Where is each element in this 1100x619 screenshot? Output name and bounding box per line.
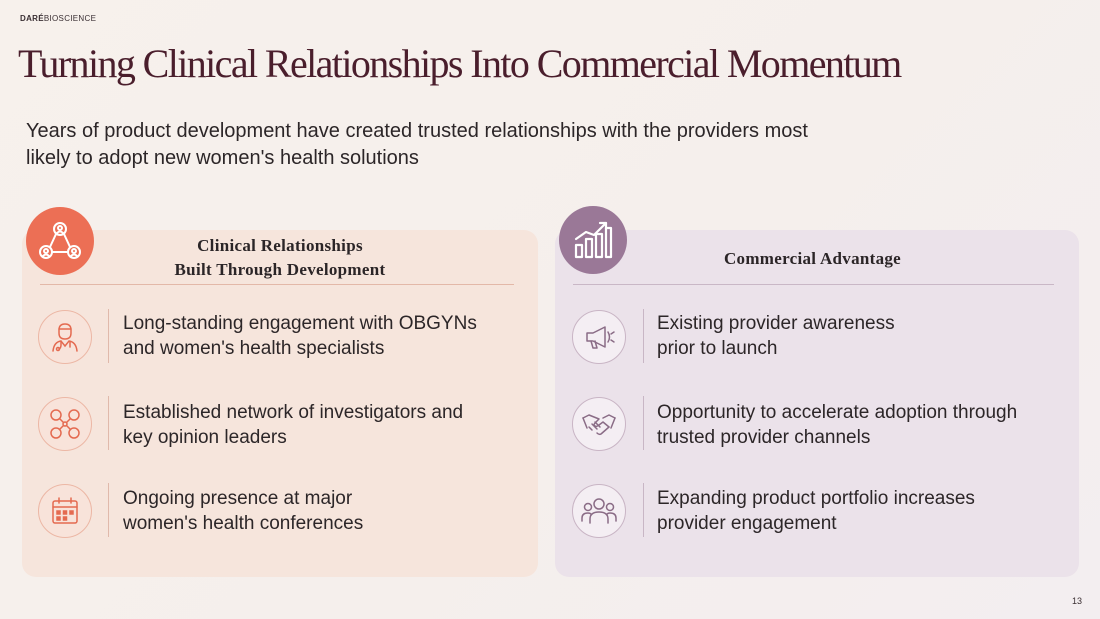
item-divider <box>108 396 109 450</box>
commercial-advantage-panel <box>555 230 1079 577</box>
item-line1: Existing provider awareness <box>657 313 895 334</box>
item-line2: trusted provider channels <box>657 427 871 448</box>
commercial-item-2: Opportunity to accelerate adoption throu… <box>657 400 1017 450</box>
network-icon <box>38 397 92 451</box>
right-panel-divider <box>573 284 1054 285</box>
commercial-advantage-title: Commercial Advantage <box>723 249 902 268</box>
page-title: Turning Clinical Relationships Into Comm… <box>18 41 902 86</box>
growth-chart-icon <box>559 206 627 274</box>
left-panel-divider <box>40 284 514 285</box>
item-line1: Established network of investigators and <box>123 402 464 423</box>
page-subtitle: Years of product development have create… <box>26 120 808 169</box>
panel-title-line2: Built Through Development <box>174 260 386 279</box>
item-line1: Expanding product portfolio increases <box>657 488 975 509</box>
clinical-item-1: Long-standing engagement with OBGYNs and… <box>123 311 477 361</box>
logo-rest: BIOSCIENCE <box>43 14 97 23</box>
item-line1: Opportunity to accelerate adoption throu… <box>657 402 1018 423</box>
handshake-icon <box>572 397 626 451</box>
people-network-icon <box>26 207 94 275</box>
clinical-item-2: Established network of investigators and… <box>123 400 463 450</box>
calendar-icon <box>38 484 92 538</box>
clinical-relationships-title: Clinical Relationships Built Through Dev… <box>120 234 440 282</box>
commercial-item-3: Expanding product portfolio increases pr… <box>657 486 975 536</box>
clinical-item-3: Ongoing presence at major women's health… <box>123 486 363 536</box>
item-line2: key opinion leaders <box>123 427 287 448</box>
item-line2: women's health conferences <box>123 513 364 534</box>
item-line1: Long-standing engagement with OBGYNs <box>123 313 477 334</box>
panel-title-line1: Clinical Relationships <box>197 236 363 255</box>
item-divider <box>643 483 644 537</box>
item-line2: and women's health specialists <box>123 338 385 359</box>
logo-bold: DARÉ <box>20 14 44 23</box>
item-line2: provider engagement <box>657 513 837 534</box>
doctor-icon <box>38 310 92 364</box>
item-divider <box>643 396 644 450</box>
item-line1: Ongoing presence at major <box>123 488 353 509</box>
megaphone-icon <box>572 310 626 364</box>
item-divider <box>108 309 109 363</box>
company-logo: DARÉBIOSCIENCE <box>20 14 96 23</box>
group-icon <box>572 484 626 538</box>
item-line2: prior to launch <box>657 338 778 359</box>
item-divider <box>643 309 644 363</box>
page-number: 13 <box>1071 596 1082 606</box>
commercial-item-1: Existing provider awareness prior to lau… <box>657 311 895 361</box>
item-divider <box>108 483 109 537</box>
